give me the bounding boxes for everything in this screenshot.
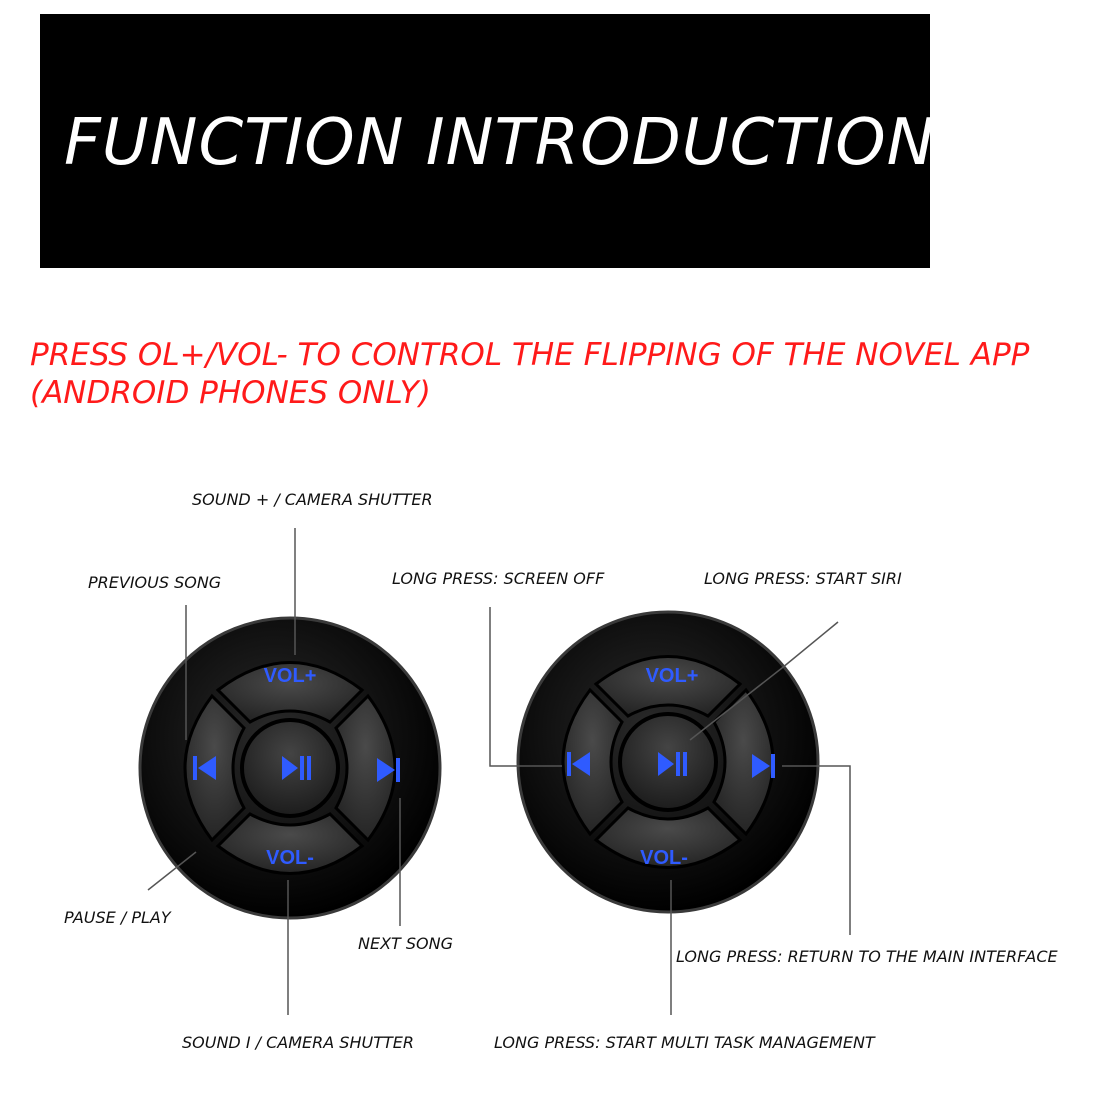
left-label-sound-minus: SOUND I / CAMERA SHUTTER [182,1033,414,1052]
next-track-icon [377,758,400,782]
right-vol-down-button[interactable] [593,806,743,869]
right-label-screen-off: LONG PRESS: SCREEN OFF [392,569,605,588]
left-label-next-song: NEXT SONG [358,934,454,953]
left-vol-up-label: VOL+ [264,665,317,687]
left-vol-down-button[interactable] [215,812,365,875]
play-pause-icon [658,752,687,776]
right-vol-up-button[interactable] [593,655,743,718]
page-title: FUNCTION INTRODUCTION [64,106,936,180]
title-banner: FUNCTION INTRODUCTION [40,14,936,268]
right-vol-up-label: VOL+ [646,665,699,687]
previous-track-icon [193,756,216,780]
right-remote: VOL+ VOL- [516,610,820,914]
left-remote: VOL+ VOL- [138,616,442,920]
right-label-main-interface: LONG PRESS: RETURN TO THE MAIN INTERFACE [676,947,1058,966]
right-label-start-siri: LONG PRESS: START SIRI [704,569,902,588]
left-leader-lines [147,528,401,1015]
android-note: PRESS OL+/VOL- TO CONTROL THE FLIPPING O… [30,337,1030,411]
right-leader-lines [489,607,851,1015]
left-vol-up-button[interactable] [215,661,365,724]
play-pause-icon [282,756,311,780]
left-label-sound-plus: SOUND + / CAMERA SHUTTER [192,490,433,509]
right-label-multitask: LONG PRESS: START MULTI TASK MANAGEMENT [494,1033,875,1052]
left-label-pause-play: PAUSE / PLAY [64,908,171,927]
right-next-button[interactable] [712,687,775,837]
left-vol-down-label: VOL- [266,847,314,869]
left-next-button[interactable] [334,693,397,843]
right-previous-button[interactable] [561,687,624,837]
next-track-icon [752,754,775,778]
right-vol-down-label: VOL- [640,847,688,869]
previous-track-icon [567,752,590,776]
left-label-previous-song: PREVIOUS SONG [88,573,222,592]
